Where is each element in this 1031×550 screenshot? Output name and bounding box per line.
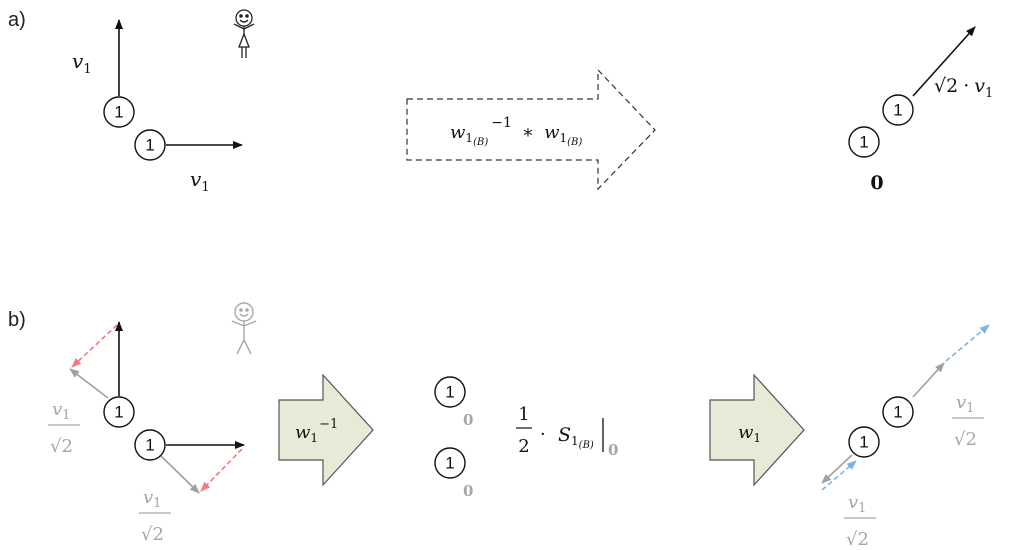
transform-arrow-w (709, 373, 805, 487)
svg-text:√2: √2 (954, 429, 977, 450)
result-blue-dashed-back (821, 460, 857, 491)
v1-label-vertical: v1 (72, 49, 92, 77)
result-node-bottom-label: 1 (859, 133, 868, 152)
result-node-bottom (848, 126, 880, 158)
svg-text:v1: v1 (143, 487, 161, 511)
stick-figure-gray-icon (231, 302, 257, 355)
frac-v1-sqrt2-result-bottom: v1 √2 (844, 492, 876, 550)
node-top-b (103, 396, 135, 428)
frac-v1-sqrt2-bottom: v1 √2 (139, 487, 171, 545)
mid-node-top (434, 376, 466, 408)
mid-node-top-label: 1 (445, 383, 454, 402)
v1-label-horizontal: v1 (190, 167, 210, 195)
node-top-b-label: 1 (114, 403, 123, 422)
node-bottom-b (134, 429, 166, 461)
transform-expression: w1(B)−1∗w1(B) (450, 115, 582, 148)
result-vector (912, 26, 976, 97)
panel-b-label: b) (8, 309, 26, 331)
half-S-expression: 1 2 · S1(B) 0 (516, 404, 618, 459)
mid-node-bottom (434, 447, 466, 479)
svg-text:v1: v1 (848, 492, 866, 516)
transform-arrow-dashed (406, 68, 656, 191)
frac-v1-sqrt2-left: v1 √2 (48, 399, 80, 457)
arrow-w-label: w1 (738, 422, 761, 445)
arrow-winv-label: w1−1 (295, 417, 338, 445)
svg-text:v1: v1 (52, 399, 70, 423)
node-bottom-b-label: 1 (145, 436, 154, 455)
result-b-node-top-label: 1 (893, 403, 902, 422)
svg-text:1: 1 (518, 404, 529, 425)
result-gray-down (821, 454, 853, 484)
sqrt2-v1-label: √2·v1 (934, 75, 993, 101)
result-b-node-bottom-label: 1 (859, 433, 868, 452)
zero-label: 0 (870, 172, 883, 194)
mid-node-bottom-sub: 0 (463, 482, 473, 500)
projection-vertical-gray (69, 368, 109, 399)
projection-horizontal-gray (160, 455, 200, 494)
frac-v1-sqrt2-right: v1 √2 (952, 392, 984, 450)
svg-text:√2: √2 (50, 436, 73, 457)
difference-vertical-red (71, 324, 118, 368)
svg-text:S1(B): S1(B) (558, 424, 594, 451)
svg-text:2: 2 (518, 436, 529, 457)
node-top (103, 96, 135, 128)
svg-text:√2: √2 (141, 524, 164, 545)
node-top-label: 1 (114, 103, 123, 122)
result-node-top (882, 94, 914, 126)
svg-text:·: · (540, 424, 546, 445)
transform-arrow-winv (278, 373, 374, 487)
svg-text:v1: v1 (956, 392, 974, 416)
mid-node-top-sub: 0 (463, 411, 473, 429)
difference-horizontal-red (200, 448, 243, 492)
result-blue-dashed-up (945, 324, 990, 362)
node-bottom (134, 129, 166, 161)
result-gray-vector (912, 362, 945, 398)
stick-figure-icon (233, 9, 255, 58)
svg-text:0: 0 (608, 441, 618, 459)
mid-node-bottom-label: 1 (445, 454, 454, 473)
result-b-node-top (882, 396, 914, 428)
result-b-node-bottom (848, 426, 880, 458)
panel-a-label: a) (8, 9, 26, 31)
svg-text:√2: √2 (846, 529, 869, 550)
node-bottom-label: 1 (145, 136, 154, 155)
result-node-top-label: 1 (893, 101, 902, 120)
